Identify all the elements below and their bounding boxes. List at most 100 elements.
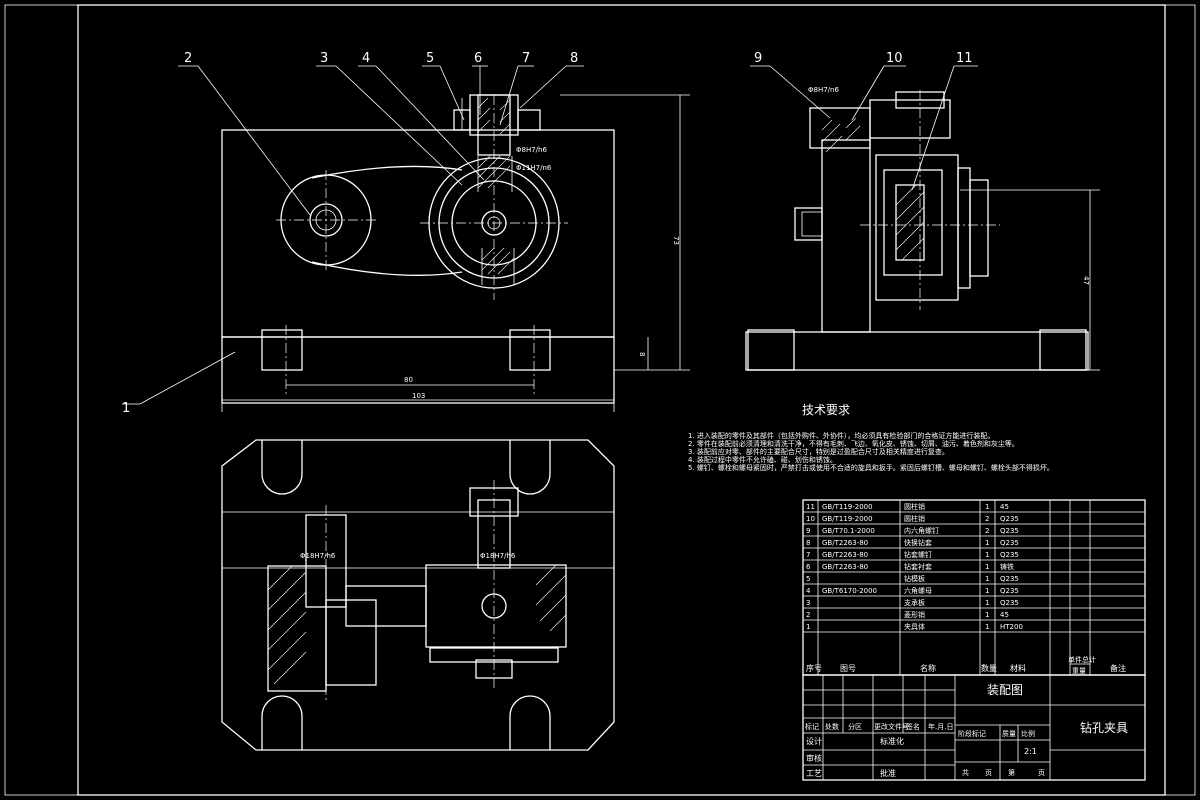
bom-cell-name: 内六角螺钉	[904, 526, 939, 535]
bom-cell-qty: 1	[985, 599, 989, 607]
tb-mass-label: 质量	[1002, 729, 1016, 738]
bom-cell-name: 快换钻套	[904, 538, 932, 547]
bom-header-material: 材料	[1010, 663, 1026, 673]
balloon-1: 1	[122, 401, 130, 416]
bom-cell-material: Q235	[1000, 587, 1019, 595]
rev-h2: 分区	[848, 722, 862, 731]
fit-label-side: Φ8H7/n6	[808, 86, 839, 94]
balloon-8: 8	[570, 51, 578, 66]
tb-page-2: 页	[1038, 769, 1045, 777]
bom-cell-code: GB/T6170-2000	[822, 587, 877, 595]
bom-cell-qty: 1	[985, 551, 989, 559]
bom-header-name: 名称	[920, 663, 936, 673]
bom-header-qty: 数量	[981, 663, 997, 673]
bom-cell-qty: 1	[985, 611, 989, 619]
tech-req-1: 1. 进入装配的零件及其部件（包括外购件、外协件），均必须具有检验部门的合格证方…	[688, 431, 994, 440]
bom-cell-no: 7	[806, 551, 810, 559]
bom-cell-name: 菱形销	[904, 610, 925, 619]
bom-cell-material: Q235	[1000, 551, 1019, 559]
tb-sheet: 第	[1008, 768, 1015, 777]
bom-cell-no: 10	[806, 515, 815, 523]
inner-frame	[77, 4, 1166, 796]
balloon-5: 5	[426, 51, 434, 66]
bom-header-note: 备注	[1110, 663, 1126, 673]
bom-cell-material: Q235	[1000, 539, 1019, 547]
tech-req-5: 5. 螺钉、螺栓和螺母紧固时，严禁打击或使用不合适的旋具和扳手。紧固后螺钉槽、螺…	[688, 463, 1054, 472]
bom-cell-material: Q235	[1000, 599, 1019, 607]
balloon-4: 4	[362, 51, 370, 66]
bom-header-no: 序号	[806, 663, 822, 673]
bom-cell-material: 45	[1000, 503, 1009, 511]
tb-scale: 2:1	[1024, 747, 1037, 756]
bom-cell-no: 2	[806, 611, 810, 619]
bom-cell-no: 5	[806, 575, 810, 583]
rev-h1: 处数	[825, 722, 839, 731]
bom-cell-material: Q235	[1000, 527, 1019, 535]
bom-cell-material: Q235	[1000, 515, 1019, 523]
dim-side-height: 47	[1082, 276, 1090, 285]
front-view: Φ8H7/h6 Φ11H7/n6 103 80 73 8	[221, 94, 690, 412]
balloon-10: 10	[886, 51, 903, 66]
bom-cell-qty: 1	[985, 503, 989, 511]
balloon-9: 9	[754, 51, 762, 66]
balloon-2: 2	[184, 51, 192, 66]
tb-process: 工艺	[806, 769, 822, 778]
bom-cell-material: 45	[1000, 611, 1009, 619]
rev-h3: 更改文件号	[874, 722, 909, 731]
bom-cell-no: 1	[806, 623, 810, 631]
bom-cell-qty: 2	[985, 515, 989, 523]
fit-label-top-2: Φ11H7/n6	[516, 164, 552, 172]
side-view: Φ8H7/n6 47	[745, 86, 1100, 371]
bom-cell-code: GB/T70.1-2000	[822, 527, 875, 535]
dim-front-height: 73	[672, 236, 680, 245]
plan-view: Φ18H7/h6 Φ18H7/h6	[221, 439, 615, 751]
bom-cell-no: 6	[806, 563, 811, 571]
tb-stage-label: 阶段标记	[958, 729, 986, 738]
bom-cell-name: 支承板	[904, 598, 925, 607]
tb-standardize: 标准化	[880, 736, 904, 746]
tb-scale-label: 比例	[1021, 729, 1035, 738]
bom-cell-material: 铸铁	[1000, 562, 1014, 571]
fit-label-top-1: Φ8H7/h6	[516, 146, 547, 154]
balloon-11: 11	[956, 51, 973, 66]
tech-req-4: 4. 装配过程中零件不允许磕、碰、划伤和锈蚀。	[688, 455, 837, 464]
tech-req-2: 2. 零件在装配前必须清理和清洗干净，不得有毛刺、飞边、氧化皮、锈蚀、切屑、油污…	[688, 439, 1019, 448]
bom-cell-no: 11	[806, 503, 815, 511]
bom-cell-code: GB/T2263-80	[822, 563, 868, 571]
bom-cell-material: HT200	[1000, 623, 1023, 631]
tb-design: 设计	[806, 736, 822, 746]
balloon-3: 3	[320, 51, 328, 66]
balloons: 1 2 3 4 5 6 7 8 9 10 11	[122, 51, 978, 416]
bom-cell-no: 9	[806, 527, 810, 535]
bom-cell-name: 夹具体	[904, 622, 925, 631]
tb-review: 审核	[806, 753, 822, 763]
bom-cell-qty: 1	[985, 587, 989, 595]
rev-h0: 标记	[805, 722, 819, 731]
bom-cell-qty: 1	[985, 563, 989, 571]
bom-cell-name: 钻套螺钉	[904, 550, 932, 559]
bom-cell-name: 钻套衬套	[904, 562, 932, 571]
dim-base-height: 8	[638, 352, 646, 356]
bom-cell-name: 钻模板	[904, 574, 925, 583]
dim-hole-spacing: 80	[404, 376, 413, 384]
bom-header-unit-weight: 单件总计	[1068, 655, 1096, 664]
bom-cell-no: 3	[806, 599, 810, 607]
dim-front-width: 103	[412, 392, 425, 400]
bom-cell-code: GB/T2263-80	[822, 539, 868, 547]
bom-cell-code: GB/T119-2000	[822, 515, 873, 523]
tech-req-title: 技术要求	[802, 403, 850, 417]
balloon-6: 6	[474, 51, 482, 66]
tb-page-1: 页	[985, 769, 992, 777]
bom-header-weight: 重量	[1072, 667, 1086, 675]
bom-cell-qty: 2	[985, 527, 989, 535]
bom-cell-no: 8	[806, 539, 810, 547]
bom-cell-code: GB/T2263-80	[822, 551, 868, 559]
bom-cell-name: 六角螺母	[904, 586, 932, 595]
tech-req-3: 3. 装配前应对零、部件的主要配合尺寸，特别是过盈配合尺寸及相关精度进行复查。	[688, 447, 949, 456]
bom-cell-qty: 1	[985, 539, 989, 547]
drawing-type: 装配图	[987, 683, 1023, 697]
rev-h4: 签名	[906, 722, 920, 731]
bom-cell-qty: 1	[985, 623, 989, 631]
